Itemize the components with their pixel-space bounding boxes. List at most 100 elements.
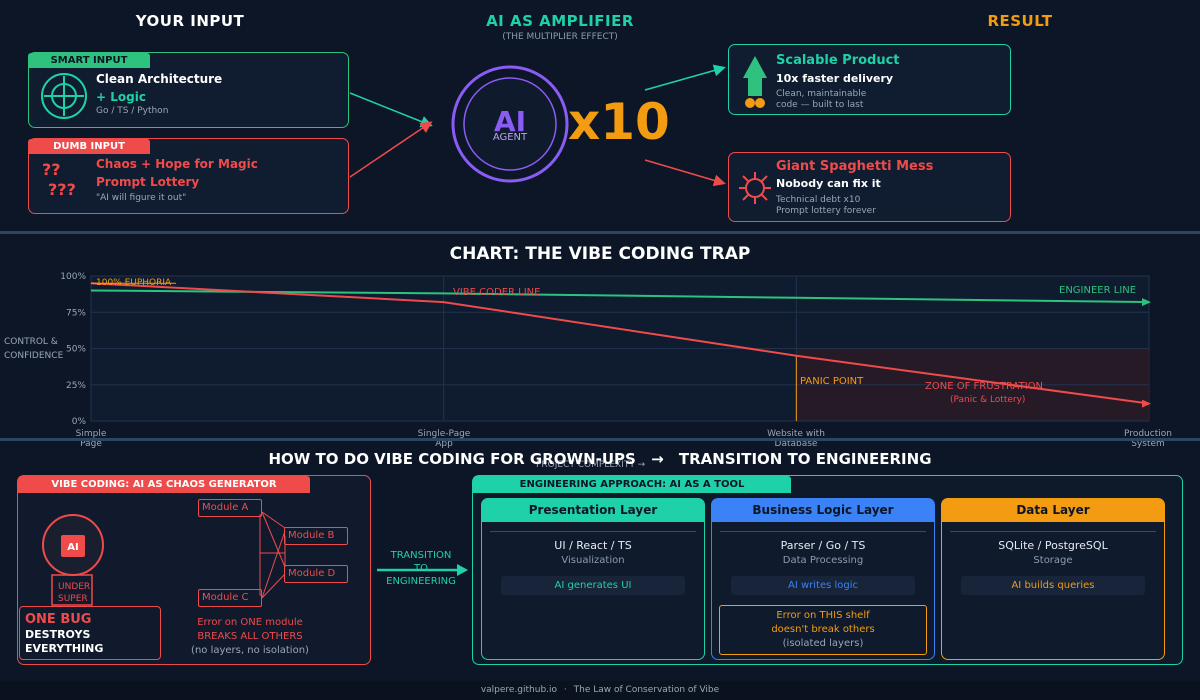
x-tick-website-database: Website with Database	[751, 429, 841, 449]
scalable-line-3: code — built to last	[776, 100, 864, 110]
transition-line-3: ENGINEERING	[386, 576, 456, 587]
dumb-input-tag: DUMB INPUT	[28, 139, 150, 154]
smart-line-1: Clean Architecture	[96, 72, 223, 86]
x-tick-single-page-app-line-1: Single-Page	[417, 429, 471, 439]
bottom-title-arrow: →	[651, 450, 664, 468]
chaos-error-line-1: Error on ONE module	[197, 617, 303, 628]
smart-input-tag: SMART INPUT	[28, 53, 150, 68]
data-layer: Data Layer SQLite / PostgreSQL Storage A…	[941, 498, 1165, 660]
spaghetti-line-3: Prompt lottery forever	[776, 206, 876, 216]
input-header: YOUR INPUT	[135, 12, 245, 30]
euphoria-label: 100% EUPHORIA	[96, 278, 172, 288]
dumb-line-2: Prompt Lottery	[96, 175, 200, 189]
section-divider-top	[0, 231, 1200, 234]
chart-ylabel: CONTROL & CONFIDENCE	[4, 335, 63, 363]
ai-sublabel: AGENT	[492, 132, 528, 143]
y-tick-label: 25%	[66, 381, 86, 391]
chaos-graphic	[42, 511, 286, 606]
business-logic-layer: Business Logic Layer Parser / Go / TS Da…	[711, 498, 935, 660]
vibe-coder-line-arrowhead	[1142, 399, 1151, 408]
chart-ylabel-line-1: CONTROL &	[4, 337, 58, 347]
panic-point-label: PANIC POINT	[800, 376, 864, 387]
transition-line-1: TRANSITION	[390, 550, 452, 561]
rocket-icon	[743, 56, 767, 108]
one-bug-box: ONE BUG DESTROYS EVERYTHING	[19, 606, 161, 660]
x-tick-production-system: Production System	[1113, 429, 1183, 449]
multiplier-label: x10	[568, 93, 670, 151]
dumb-line-3: "AI will figure it out"	[96, 193, 187, 203]
transition-label: TRANSITION TO ENGINEERING	[383, 549, 459, 588]
data-layer-ai: AI builds queries	[961, 576, 1145, 595]
under-label: UNDER	[58, 582, 91, 592]
bottom-title-right: TRANSITION TO ENGINEERING	[678, 450, 932, 468]
ai-label: AI	[493, 105, 527, 138]
y-tick-label: 50%	[66, 345, 86, 355]
smart-line-3: Go / TS / Python	[96, 106, 169, 116]
business-logic-layer-ai: AI writes logic	[731, 576, 915, 595]
footer-separator: ·	[563, 685, 567, 695]
module-a: Module A	[198, 499, 262, 517]
amplifier-subtitle: (THE MULTIPLIER EFFECT)	[502, 32, 618, 42]
chaos-error-line-3: (no layers, no isolation)	[191, 645, 309, 656]
chart-ylabel-line-2: CONFIDENCE	[4, 351, 64, 361]
x-tick-simple-page-line-2: Page	[80, 439, 102, 449]
vibe-line-label: VIBE CODER LINE	[453, 287, 541, 298]
question-marks-icon: ?? ???	[42, 160, 92, 204]
isolation-note: Error on THIS shelf doesn't break others…	[719, 605, 927, 655]
transition-line-2: TO	[414, 563, 428, 574]
question-marks-bottom: ???	[48, 180, 76, 199]
engineering-panel-tag: ENGINEERING APPROACH: AI AS A TOOL	[473, 476, 791, 493]
crosshair-icon	[41, 73, 87, 119]
scalable-title: Scalable Product	[776, 53, 900, 68]
data-layer-rule	[950, 531, 1156, 532]
destroys-label: DESTROYS	[25, 628, 91, 641]
y-tick-label: 75%	[66, 308, 86, 318]
x-tick-production-system-line-1: Production	[1124, 429, 1172, 439]
transition-arrow	[377, 564, 468, 576]
footer: valpere.github.io · The Law of Conservat…	[0, 681, 1200, 700]
module-c: Module C	[198, 589, 262, 607]
module-b: Module B	[284, 527, 348, 545]
bottom-title-left: HOW TO DO VIBE CODING FOR GROWN-UPS	[268, 450, 636, 468]
x-tick-website-database-line-1: Website with	[767, 429, 825, 439]
amplifier-header: AI AS AMPLIFIER	[486, 12, 634, 30]
chaos-error-line-2: BREAKS ALL OTHERS	[197, 631, 303, 642]
presentation-layer-desc: Visualization	[561, 555, 625, 566]
chaos-error-text: Error on ONE module BREAKS ALL OTHERS (n…	[180, 616, 320, 658]
footer-site[interactable]: valpere.github.io	[480, 685, 558, 695]
vibe-coder-line	[90, 282, 1150, 405]
scalable-line-1: 10x faster delivery	[776, 72, 894, 85]
x-tick-simple-page-line-1: Simple	[75, 429, 107, 439]
presentation-layer-ai: AI generates UI	[501, 576, 685, 595]
chart-xlabel: PROJECT COMPLEXITY →	[536, 460, 646, 470]
data-layer-tech: SQLite / PostgreSQL	[998, 539, 1108, 552]
vibe-coding-chart: 100% 75% 50% 25% 0%	[60, 272, 1151, 427]
chart-title: CHART: THE VIBE CODING TRAP	[449, 244, 751, 264]
presentation-layer-tech: UI / React / TS	[554, 539, 632, 552]
presentation-layer-rule	[490, 531, 696, 532]
footer-law: The Law of Conservation of Vibe	[573, 685, 720, 695]
bottom-title: HOW TO DO VIBE CODING FOR GROWN-UPS → TR…	[150, 450, 1050, 468]
scalable-product-card	[728, 44, 1011, 115]
virus-icon	[739, 172, 771, 204]
spaghetti-line-1: Nobody can fix it	[776, 177, 881, 190]
result-header: RESULT	[987, 12, 1053, 30]
spaghetti-mess-card	[728, 152, 1011, 222]
engineer-line-label: ENGINEER LINE	[1059, 285, 1137, 296]
question-marks-top: ??	[42, 160, 61, 179]
smart-line-2: + Logic	[96, 90, 146, 104]
spaghetti-title: Giant Spaghetti Mess	[776, 159, 934, 174]
business-logic-layer-desc: Data Processing	[782, 555, 864, 566]
super-label: SUPER	[58, 594, 88, 604]
x-tick-single-page-app: Single-Page App	[404, 429, 484, 449]
section-divider-bottom	[0, 438, 1200, 441]
y-tick-label: 0%	[72, 417, 87, 427]
presentation-layer-title: Presentation Layer	[482, 499, 704, 522]
module-d: Module D	[284, 565, 348, 583]
presentation-layer: Presentation Layer UI / React / TS Visua…	[481, 498, 705, 660]
amplifier-graphic	[349, 64, 726, 187]
x-tick-website-database-line-2: Database	[774, 439, 818, 449]
dumb-line-1: Chaos + Hope for Magic	[96, 157, 258, 171]
y-tick-label: 100%	[60, 272, 86, 282]
x-tick-simple-page: Simple Page	[61, 429, 121, 449]
